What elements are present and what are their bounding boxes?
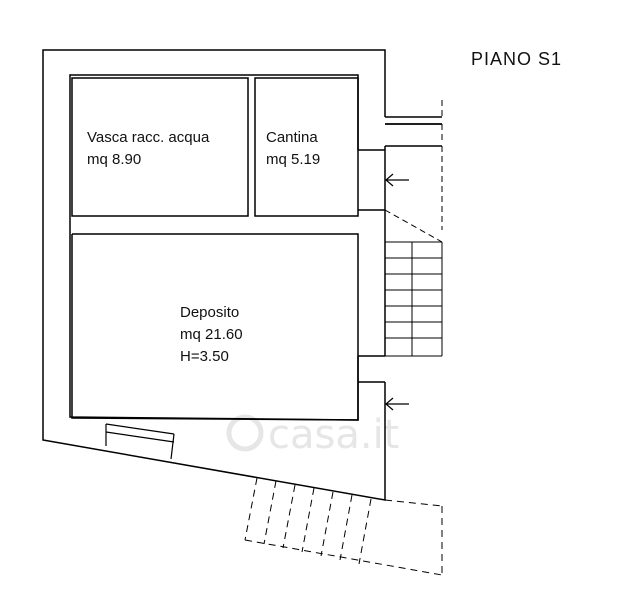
room-cantina-name: Cantina [266, 129, 318, 146]
room-vasca-name: Vasca racc. acqua [87, 129, 210, 146]
window [105, 423, 175, 460]
external-steps [244, 477, 443, 576]
entry-arrow-icon [385, 173, 409, 187]
staircase [384, 100, 443, 357]
room-vasca-area: mq 8.90 [87, 151, 141, 168]
room-deposito-outline [71, 233, 359, 421]
floor-label: PIANO S1 [471, 49, 562, 69]
room-deposito-height: H=3.50 [180, 348, 229, 365]
entry-arrow-icon [385, 397, 409, 411]
room-deposito-name: Deposito [180, 304, 239, 321]
inner-wall-contour [69, 74, 359, 421]
room-partitions [71, 77, 359, 421]
outer-wall-contour [42, 49, 386, 501]
room-cantina-area: mq 5.19 [266, 151, 320, 168]
watermark-logo-icon [226, 414, 264, 452]
room-vasca-outline [71, 77, 249, 217]
room-cantina-outline [254, 77, 359, 217]
room-deposito-area: mq 21.60 [180, 326, 243, 343]
